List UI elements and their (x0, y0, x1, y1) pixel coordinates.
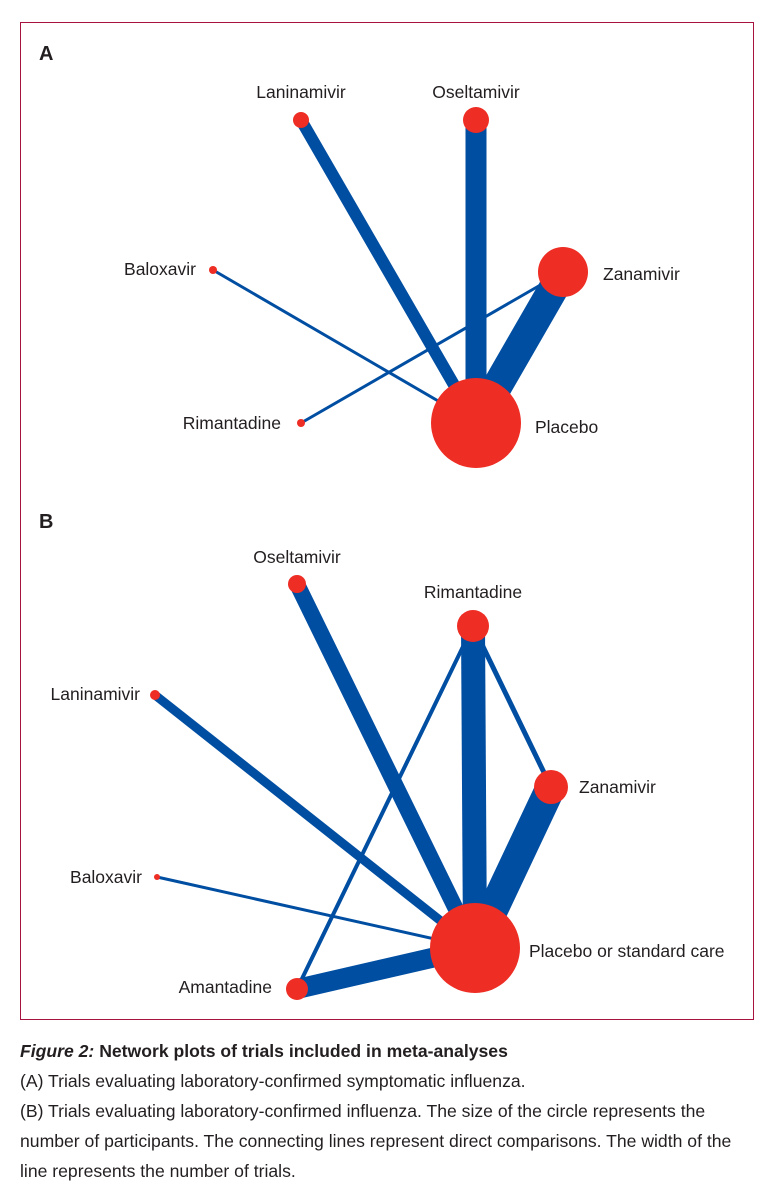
panel-letter: B (39, 511, 53, 533)
node-rimantadine (457, 610, 489, 642)
figure-caption: Figure 2: Network plots of trials includ… (20, 1036, 760, 1186)
node-label-zanamivir: Zanamivir (603, 264, 680, 284)
node-label-zanamivir: Zanamivir (579, 777, 656, 797)
edge-baloxavir-placebo (212, 268, 477, 425)
edge-rimantadine-placebo (461, 625, 487, 949)
node-oseltamivir (288, 575, 306, 593)
node-zanamivir (534, 770, 568, 804)
figure-frame (20, 22, 754, 1020)
node-oseltamivir (463, 107, 489, 133)
node-label-rimantadine: Rimantadine (183, 413, 281, 433)
node-label-oseltamivir: Oseltamivir (253, 547, 341, 567)
node-label-laninamivir: Laninamivir (51, 684, 141, 704)
edge-laninamivir-placebo (152, 691, 478, 952)
edge-oseltamivir-placebo (289, 580, 483, 952)
node-zanamivir (538, 247, 588, 297)
node-laninamivir (293, 112, 309, 128)
node-baloxavir (209, 266, 217, 274)
edge-amantadine-rimantadine (295, 625, 475, 990)
figure-label: Figure 2: (20, 1041, 95, 1061)
node-laninamivir (150, 690, 160, 700)
node-amantadine (286, 978, 308, 1000)
edge-laninamivir-placebo (295, 116, 482, 427)
node-baloxavir (154, 874, 160, 880)
edge-rimantadine-zanamivir (470, 624, 554, 789)
caption-panel-b: (B) Trials evaluating laboratory-confirm… (20, 1101, 732, 1181)
edge-baloxavir-placebo (156, 875, 476, 950)
edge-rimantadine-zanamivir (300, 270, 564, 425)
node-label-placebo: Placebo or standard care (529, 941, 725, 961)
panel-b: B OseltamivirRimantadineLaninamivirZanami… (39, 511, 725, 1000)
figure-title: Network plots of trials included in meta… (99, 1041, 508, 1061)
node-rimantadine (297, 419, 305, 427)
panel-letter: A (39, 43, 53, 65)
node-label-amantadine: Amantadine (179, 977, 272, 997)
node-label-placebo: Placebo (535, 417, 598, 437)
node-label-baloxavir: Baloxavir (70, 867, 142, 887)
node-label-laninamivir: Laninamivir (256, 82, 346, 102)
node-label-rimantadine: Rimantadine (424, 582, 522, 602)
node-placebo (430, 903, 520, 993)
node-label-baloxavir: Baloxavir (124, 259, 196, 279)
node-label-oseltamivir: Oseltamivir (432, 82, 520, 102)
caption-panel-a: (A) Trials evaluating laboratory-confirm… (20, 1071, 526, 1091)
node-placebo (431, 378, 521, 468)
